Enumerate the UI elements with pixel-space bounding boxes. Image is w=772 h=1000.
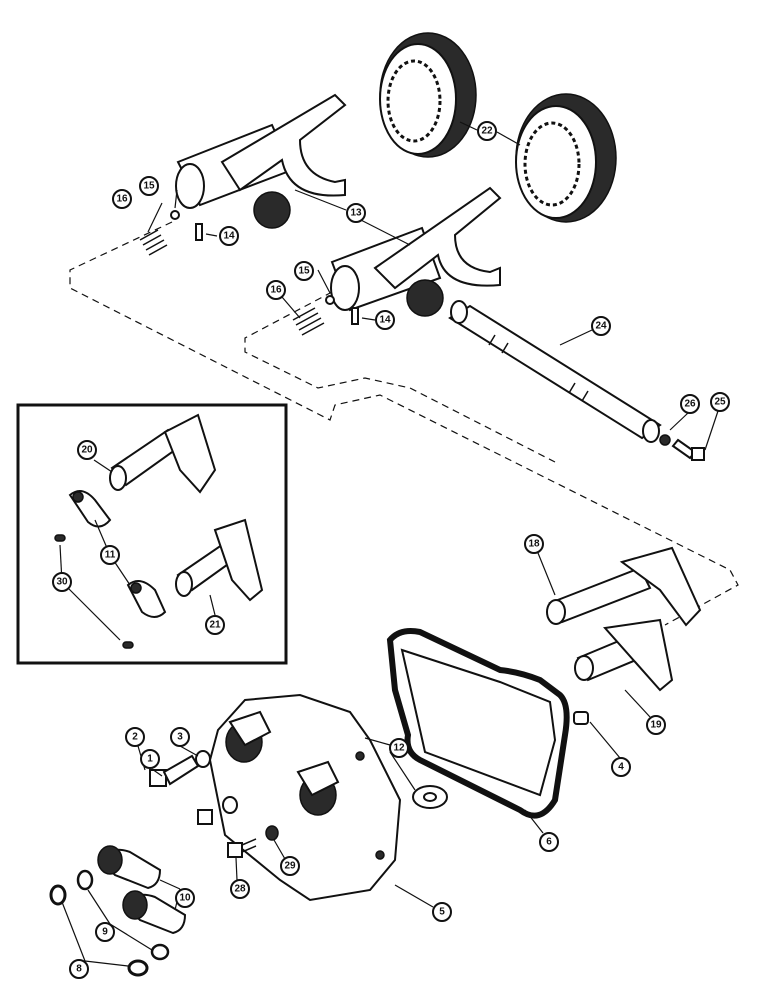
svg-text:4: 4 [618,762,624,773]
callout-14-upper: 14 [219,226,239,246]
shift-lever-21 [175,518,264,602]
svg-text:6: 6 [546,837,552,848]
svg-text:5: 5 [439,907,445,918]
detent-spring-lower [292,307,325,336]
snap-ring-8-lower [127,959,149,977]
bolt-middle [197,796,238,825]
snap-ring-8-upper [49,884,67,906]
washer-12-lower [412,785,448,809]
callout-16-lower: 16 [266,280,286,300]
svg-text:28: 28 [234,884,246,895]
washer-3 [195,750,211,768]
outer-lever-10-lower [122,890,187,935]
callout-1: 1 [140,749,160,769]
snap-ring-9-upper [76,869,94,891]
shift-lever-19 [574,618,674,692]
gasket-inner-edge [400,648,557,797]
gasket-6 [386,628,570,819]
detent-spring-upper [139,229,168,256]
callout-12: 12 [389,738,409,758]
callout-22: 22 [477,121,497,141]
callout-15-lower: 15 [294,261,314,281]
svg-text:12: 12 [393,743,405,754]
svg-text:14: 14 [223,231,235,242]
svg-text:16: 16 [116,194,128,205]
callout-25: 25 [710,392,730,412]
shift-lever-18 [546,546,702,627]
outer-lever-10-upper [97,845,162,890]
bushing-4 [573,711,589,725]
callout-15-upper: 15 [139,176,159,196]
bolt-28 [227,838,257,858]
snap-ring-9-lower [150,943,170,961]
synchronizer-ring-lower [515,93,617,223]
svg-text:26: 26 [684,399,696,410]
callout-6: 6 [539,832,559,852]
svg-text:8: 8 [76,964,82,975]
svg-text:25: 25 [714,397,726,408]
callout-26: 26 [680,394,700,414]
callout-5: 5 [432,902,452,922]
svg-text:15: 15 [298,266,310,277]
inset-box [16,403,288,665]
callout-29: 29 [280,856,300,876]
callout-4: 4 [611,757,631,777]
svg-text:13: 13 [350,208,362,219]
callout-19: 19 [646,715,666,735]
roll-pin-upper [195,223,203,241]
synchronizer-ring-upper [379,32,477,158]
callout-9: 9 [95,922,115,942]
svg-text:21: 21 [209,620,221,631]
svg-text:19: 19 [650,720,662,731]
callout-24: 24 [591,316,611,336]
callout-8: 8 [69,959,89,979]
shift-fork-lower [330,186,502,317]
callout-30: 30 [52,572,72,592]
callout-3: 3 [170,727,190,747]
svg-text:29: 29 [284,861,296,872]
washer-26 [659,434,671,446]
detent-ball-upper [170,210,180,220]
lever-arm-11-upper [68,490,112,528]
callout-13: 13 [346,203,366,223]
svg-text:30: 30 [56,577,68,588]
shifter-cover-5 [208,693,402,902]
callout-16-upper: 16 [112,189,132,209]
svg-text:24: 24 [595,321,607,332]
svg-text:18: 18 [528,539,540,550]
svg-text:14: 14 [379,315,391,326]
key-30-upper [54,534,66,542]
detent-ball-lower [325,295,335,305]
shift-rail [448,300,662,443]
callout-labels: 22 13 16 15 14 16 15 14 24 26 25 20 11 3… [52,121,730,979]
svg-text:1: 1 [147,754,153,765]
shift-lever-20 [109,413,217,494]
svg-text:10: 10 [179,893,191,904]
svg-text:22: 22 [481,126,493,137]
callout-20: 20 [77,440,97,460]
callout-14-lower: 14 [375,310,395,330]
callout-2: 2 [125,727,145,747]
assembly-path-lower [244,291,556,463]
callout-21: 21 [205,615,225,635]
key-30-lower [122,641,134,649]
svg-text:16: 16 [270,285,282,296]
svg-text:9: 9 [102,927,108,938]
svg-text:2: 2 [132,732,138,743]
svg-text:15: 15 [143,181,155,192]
lever-arm-11-lower [126,580,167,618]
svg-text:3: 3 [177,732,183,743]
callout-11: 11 [100,545,120,565]
roll-pin-lower [351,307,359,325]
shift-fork-upper [175,93,347,229]
callout-18: 18 [524,534,544,554]
callout-28: 28 [230,879,250,899]
svg-text:11: 11 [105,550,116,561]
svg-text:20: 20 [81,445,93,456]
bolt-25 [671,438,705,461]
callout-10: 10 [175,888,195,908]
assembly-path-upper [69,221,739,626]
washer-29 [265,825,279,841]
